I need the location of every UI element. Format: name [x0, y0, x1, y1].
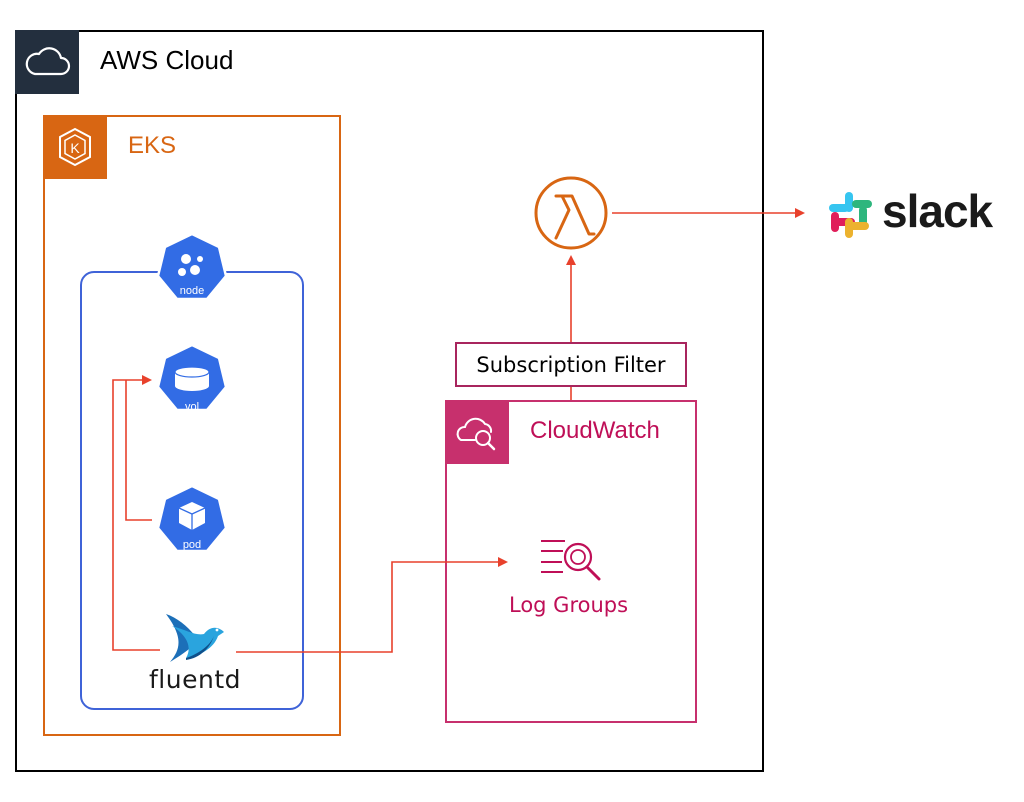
slack-logo-icon — [829, 192, 872, 238]
svg-text:pod: pod — [183, 539, 201, 551]
subscription-filter-label: Subscription Filter — [476, 353, 666, 377]
aws-cloud-title: AWS Cloud — [100, 45, 234, 75]
volume-icon: vol — [156, 343, 228, 413]
eks-icon: K — [43, 115, 107, 179]
aws-cloud-group — [15, 30, 764, 772]
svg-text:vol: vol — [185, 401, 199, 413]
log-groups-icon — [541, 540, 601, 581]
fluentd-bird-icon — [166, 614, 224, 662]
eks-title: EKS — [128, 132, 177, 159]
fluentd-label: fluentd — [149, 665, 241, 694]
svg-text:node: node — [180, 285, 204, 297]
cloudwatch-icon — [445, 400, 509, 464]
svg-text:K: K — [70, 140, 80, 156]
node-icon: node — [156, 232, 228, 301]
pod-icon: pod — [156, 484, 228, 553]
subscription-filter-box: Subscription Filter — [455, 342, 687, 387]
log-groups-label: Log Groups — [509, 593, 629, 617]
eks-group — [43, 115, 341, 736]
cloudwatch-title: CloudWatch — [530, 417, 660, 444]
cloud-icon — [15, 30, 79, 94]
lambda-icon — [534, 176, 608, 250]
slack-label: slack — [882, 185, 993, 237]
arrow-fluentd-to-volume — [112, 375, 160, 651]
arrow-fluentd-to-log-groups — [236, 557, 508, 653]
arrow-pod-to-volume — [125, 380, 152, 521]
